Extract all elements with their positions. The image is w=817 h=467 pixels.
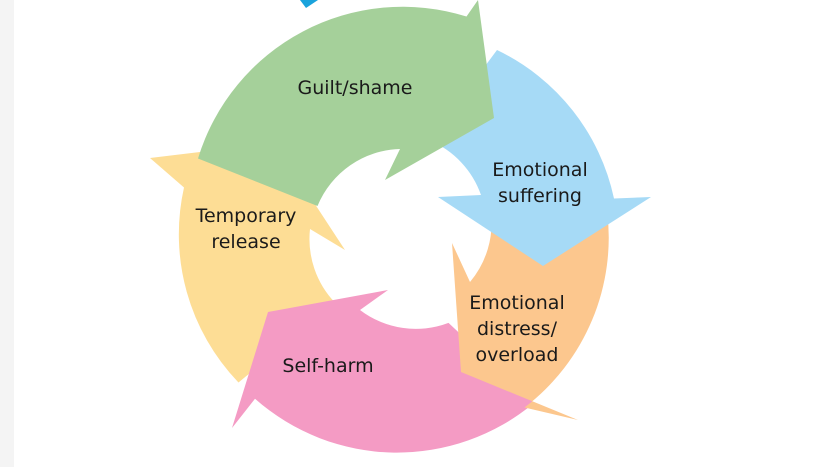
arrow-emotional-distress bbox=[452, 210, 609, 420]
label-self-harm: Self-harm bbox=[282, 355, 374, 377]
arrow-guilt-shame bbox=[198, 0, 494, 206]
label-temporary-release: Temporary release bbox=[195, 205, 297, 253]
label-guilt-shame: Guilt/shame bbox=[297, 77, 413, 99]
page-left-margin bbox=[0, 0, 14, 467]
arrow-self-harm bbox=[232, 290, 534, 453]
title-fragment bbox=[300, 0, 318, 8]
label-emotional-suffering: Emotional suffering bbox=[492, 159, 588, 207]
label-emotional-distress: Emotional distress/ overload bbox=[469, 292, 565, 366]
